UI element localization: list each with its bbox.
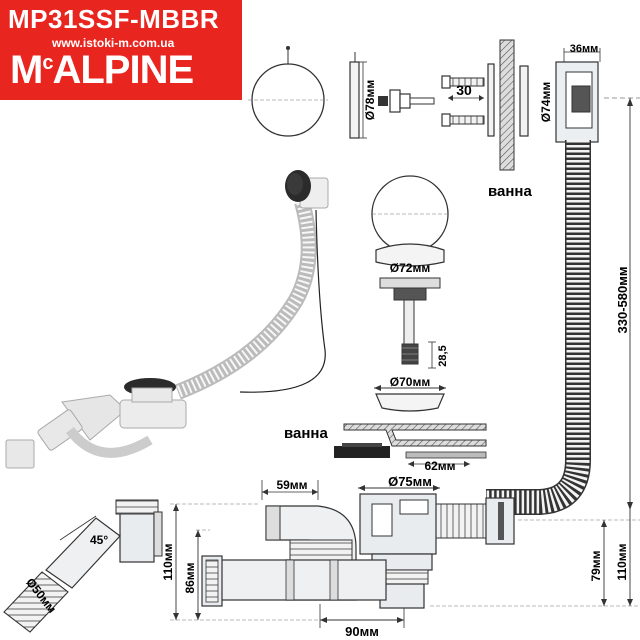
bath-wall-plates xyxy=(487,39,529,171)
website-url: www.istoki-m.com.ua xyxy=(52,36,175,50)
label-bath-top: ванна xyxy=(488,183,532,200)
drain-plug-side xyxy=(375,243,445,365)
dim-left-heights xyxy=(170,503,400,621)
dim-d70: Ø70мм xyxy=(390,375,431,389)
brand-logo-c: c xyxy=(42,52,53,74)
bath-bottom-section xyxy=(334,423,487,467)
brand-logo: McALPINE xyxy=(10,48,194,93)
dim-h86: 86мм xyxy=(183,562,197,593)
overflow-cover xyxy=(248,46,328,137)
dim-330-580: 330-580мм xyxy=(615,267,630,334)
dim-28-5: 28,5 xyxy=(437,345,449,366)
product-photo xyxy=(5,170,329,469)
drain-flange xyxy=(374,385,446,412)
drain-plug-top-view xyxy=(371,175,449,253)
dim-d78: Ø78мм xyxy=(363,80,377,121)
angle-45: 45° xyxy=(90,533,108,547)
dim-d75: Ø75мм xyxy=(388,474,432,489)
dim-d62: 62мм xyxy=(424,459,455,473)
brand-logo-rest: ALPINE xyxy=(52,48,194,92)
brand-logo-m: M xyxy=(10,48,43,92)
dim-range-line xyxy=(604,97,640,510)
cable-connector xyxy=(378,89,435,113)
dim-h110-right: 110мм xyxy=(615,543,629,580)
dim-30: 30 xyxy=(456,82,472,98)
waste-trap-body xyxy=(201,493,515,609)
dim-d59: 59мм xyxy=(276,478,307,492)
overflow-cover-side xyxy=(349,52,367,139)
dim-d75-line xyxy=(358,485,440,491)
dim-w90-line xyxy=(319,604,405,628)
label-bath-middle: ванна xyxy=(284,425,328,442)
dim-w90: 90мм xyxy=(345,624,379,639)
dim-h79: 79мм xyxy=(589,550,603,581)
dim-d59-line xyxy=(261,480,319,500)
dim-28-5-line xyxy=(428,341,436,369)
dim-h110-left: 110мм xyxy=(161,543,175,580)
dim-right-heights xyxy=(430,510,640,607)
dim-d74: Ø74мм xyxy=(539,82,553,123)
model-number: MP31SSF-MBBR xyxy=(8,4,220,34)
dim-d36: 36мм xyxy=(570,43,599,55)
dim-d72: Ø72мм xyxy=(390,261,431,275)
angled-adapter-50 xyxy=(3,499,163,633)
screws xyxy=(441,75,485,127)
brand-header: MP31SSF-MBBR www.istoki-m.com.ua McALPIN… xyxy=(0,0,242,100)
corrugated-hose xyxy=(486,140,591,515)
overflow-body xyxy=(555,48,601,143)
